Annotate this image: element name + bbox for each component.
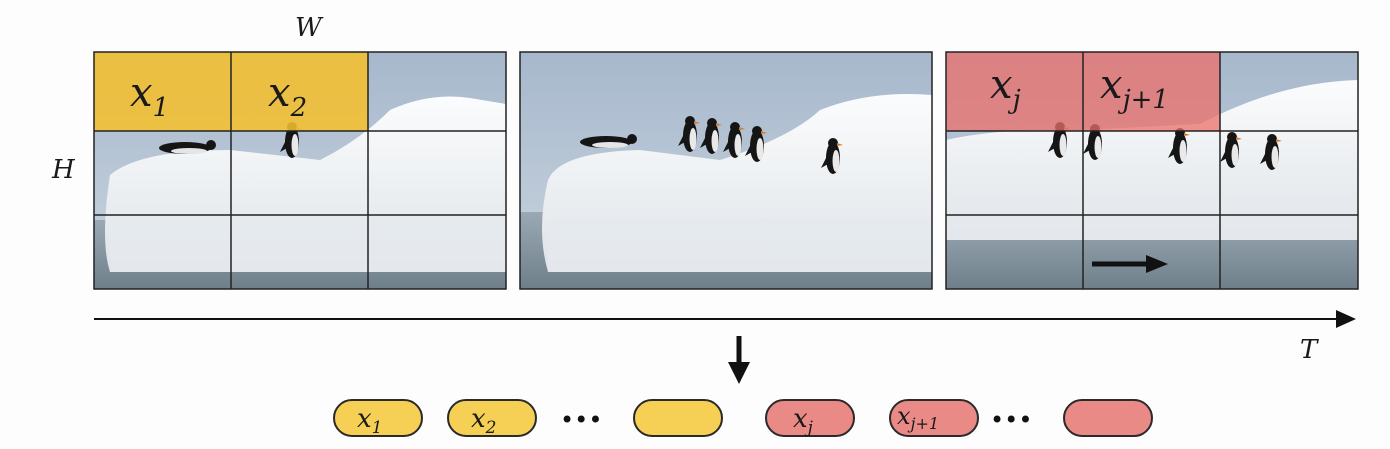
svg-text:xj+1: xj+1 [897, 402, 939, 433]
arrow-right-icon [1092, 255, 1168, 273]
token-xj: xj [765, 399, 855, 438]
token-xj1: xj+1 [889, 399, 979, 437]
svg-text:x1: x1 [357, 404, 383, 438]
ellipsis-2: ••• [990, 406, 1032, 434]
ellipsis-1: ••• [560, 406, 602, 434]
time-axis [94, 310, 1356, 328]
width-label: W [295, 13, 324, 43]
token-yellow-last [633, 399, 723, 437]
height-label: H [51, 155, 76, 185]
patch-highlight-1 [94, 52, 231, 131]
token-x2: x2 [447, 399, 537, 438]
svg-text:x2: x2 [471, 404, 497, 438]
patch-grid [93, 51, 1359, 290]
frame-border [519, 51, 933, 290]
frame-border [945, 51, 1359, 290]
time-label: T [1300, 335, 1319, 365]
patch-label-x1: x1 [130, 70, 169, 123]
patch-label-xj1: xj+1 [1100, 62, 1169, 115]
frame-border [93, 51, 507, 290]
patch-label-x2: x2 [268, 70, 307, 123]
patch-highlight-2 [231, 52, 368, 131]
svg-text:xj: xj [793, 404, 814, 438]
token-red-last [1063, 399, 1153, 437]
frame-2 [520, 52, 932, 289]
arrow-down-icon [728, 336, 750, 384]
patch-highlight-j [946, 52, 1083, 131]
token-sequence: x1 x2 ••• xj xj+1 ••• [333, 399, 1153, 438]
patch-label-xj: xj [990, 62, 1021, 115]
patch-highlight-j1 [1083, 52, 1220, 131]
token-x1: x1 [333, 399, 423, 438]
